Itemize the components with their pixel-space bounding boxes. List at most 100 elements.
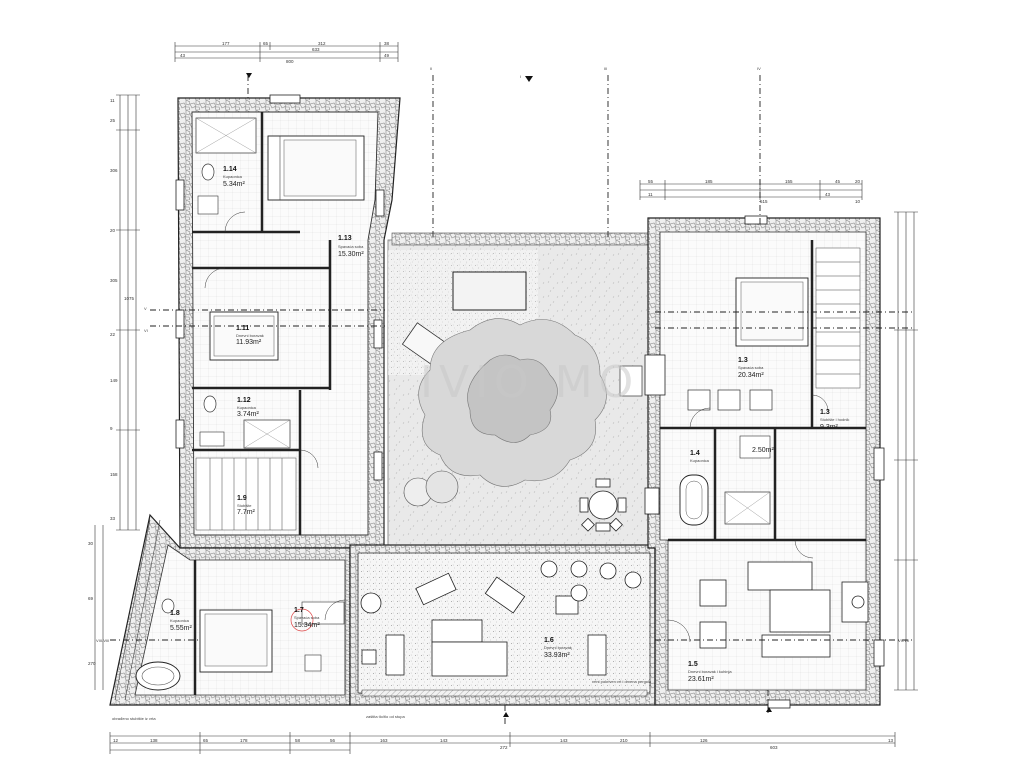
svg-text:1.13: 1.13 [338,235,352,242]
svg-text:143: 143 [440,738,448,743]
watermark: IVIO MO [420,357,639,408]
room-label-111: 1.11 Dnevni boravak 11.93m² [236,325,264,346]
svg-text:IV: IV [757,66,761,71]
svg-text:2.50m²: 2.50m² [752,447,774,454]
dimension-chain-bottom [109,732,896,754]
room-label-113: 1.13 Spavaća soba 15.30m² [338,235,364,258]
svg-text:30: 30 [88,541,94,546]
svg-text:1075: 1075 [124,296,135,301]
bottom-left-wing [109,513,351,706]
room-label-18: 1.8 Kupaonica 5.55m² [170,610,192,632]
svg-text:9: 9 [110,426,113,431]
pool [452,271,527,311]
svg-text:7.7m²: 7.7m² [237,509,256,516]
svg-text:1.14: 1.14 [223,166,237,173]
room-label-14: 1.4 Kupaonica 2.50m² [690,447,774,463]
dimension-texts-top-right: 55 185 155 45 20 11 43 515 10 [648,179,861,204]
svg-text:Kupaonica: Kupaonica [237,405,257,410]
right-wing-walls [644,215,885,709]
svg-text:33.93m²: 33.93m² [544,652,570,659]
svg-text:Spavaća soba: Spavaća soba [738,365,764,370]
svg-text:1.6: 1.6 [544,637,554,644]
svg-text:VII-VII: VII-VII [898,638,909,643]
svg-text:177: 177 [222,41,230,46]
room-label-16: 1.6 Dnevni boravak 33.93m² [544,637,572,659]
svg-text:56: 56 [330,738,336,743]
room-label-112: 1.12 Kupaonica 3.74m² [237,397,259,418]
svg-text:15.34m²: 15.34m² [294,622,320,629]
svg-text:185: 185 [705,179,713,184]
svg-text:1.3: 1.3 [820,409,830,416]
svg-text:270: 270 [88,661,96,666]
room-label-13: 1.3 Spavaća soba 20.34m² [738,357,764,379]
section-arrows [246,73,772,717]
section-highlight [290,608,314,632]
dimension-texts-left: 11 25 306 20 305 22 149 9 158 33 1075 30… [88,98,135,666]
dimension-texts-bottom: 12 138 65 178 58 56 163 143 272 143 210 … [113,738,894,750]
svg-text:15.30m²: 15.30m² [338,251,364,258]
dimension-chain-right [894,211,918,691]
svg-text:65: 65 [203,738,209,743]
svg-text:25: 25 [110,118,116,123]
svg-text:Dnevni boravak: Dnevni boravak [236,333,264,338]
svg-text:43: 43 [180,53,186,58]
section-marker-labels: II III IV I V VI VII-VII VIII-VIII [96,66,909,643]
svg-text:1.5: 1.5 [688,661,698,668]
svg-text:20: 20 [855,179,861,184]
svg-text:Kupaonica: Kupaonica [690,458,710,463]
svg-text:163: 163 [380,738,388,743]
left-wing-walls [175,94,401,549]
svg-text:III: III [604,66,607,71]
note-bottom-mid: zaštita tlo/tlo od stupa [366,714,405,719]
svg-text:515: 515 [760,199,768,204]
svg-text:55: 55 [648,179,654,184]
svg-text:1.9: 1.9 [237,495,247,502]
svg-text:65: 65 [263,41,269,46]
svg-text:305: 305 [110,278,118,283]
svg-text:11.93m²: 11.93m² [236,339,262,346]
svg-text:13: 13 [888,738,894,743]
svg-text:II: II [430,66,432,71]
svg-text:10: 10 [855,199,861,204]
svg-text:V: V [144,306,147,311]
svg-text:149: 149 [110,378,118,383]
svg-text:1.3: 1.3 [738,357,748,364]
svg-text:38: 38 [384,41,390,46]
svg-text:5.55m²: 5.55m² [170,625,192,632]
svg-text:1.12: 1.12 [237,397,251,404]
dimension-texts-top: 177 65 312 38 633 43 49 800 [180,41,390,64]
svg-text:1.4: 1.4 [690,450,700,457]
svg-text:3.74m²: 3.74m² [237,411,259,418]
note-bottom-left: obrađeno stubište iz vrta [112,716,156,721]
svg-text:Stubište: Stubište [237,503,252,508]
svg-text:20: 20 [110,228,116,233]
svg-text:9.3m²: 9.3m² [820,424,839,431]
courtyard-wall-top [391,232,651,246]
door-swings [204,211,829,643]
svg-text:11: 11 [648,192,653,197]
svg-text:800: 800 [286,59,294,64]
svg-text:1.7: 1.7 [294,607,304,614]
svg-text:Kupaonica: Kupaonica [170,618,190,623]
svg-text:Spavaća soba: Spavaća soba [294,615,320,620]
svg-text:603: 603 [770,745,778,750]
dimension-chain-top-right [639,180,863,200]
dimension-chain-left [94,94,140,690]
svg-text:155: 155 [785,179,793,184]
svg-text:58: 58 [295,738,301,743]
svg-text:143: 143 [560,738,568,743]
svg-text:49: 49 [384,53,390,58]
svg-text:1.11: 1.11 [236,325,249,332]
svg-text:I: I [520,74,521,79]
outdoor-dining-table [579,478,627,532]
svg-text:Kupaonica: Kupaonica [223,174,243,179]
svg-text:272: 272 [500,745,508,750]
svg-text:11: 11 [110,98,115,103]
svg-text:633: 633 [312,47,320,52]
note-bottom-right: vrtni pokriven vrt i drvena pergola [592,679,652,684]
room-label-131: 1.3 Stubište i hodnik 9.3m² [820,409,849,431]
svg-text:Dnevni boravak: Dnevni boravak [544,645,572,650]
svg-text:43: 43 [825,192,831,197]
svg-text:12: 12 [113,738,119,743]
svg-text:VIII-VIII: VIII-VIII [96,638,109,643]
